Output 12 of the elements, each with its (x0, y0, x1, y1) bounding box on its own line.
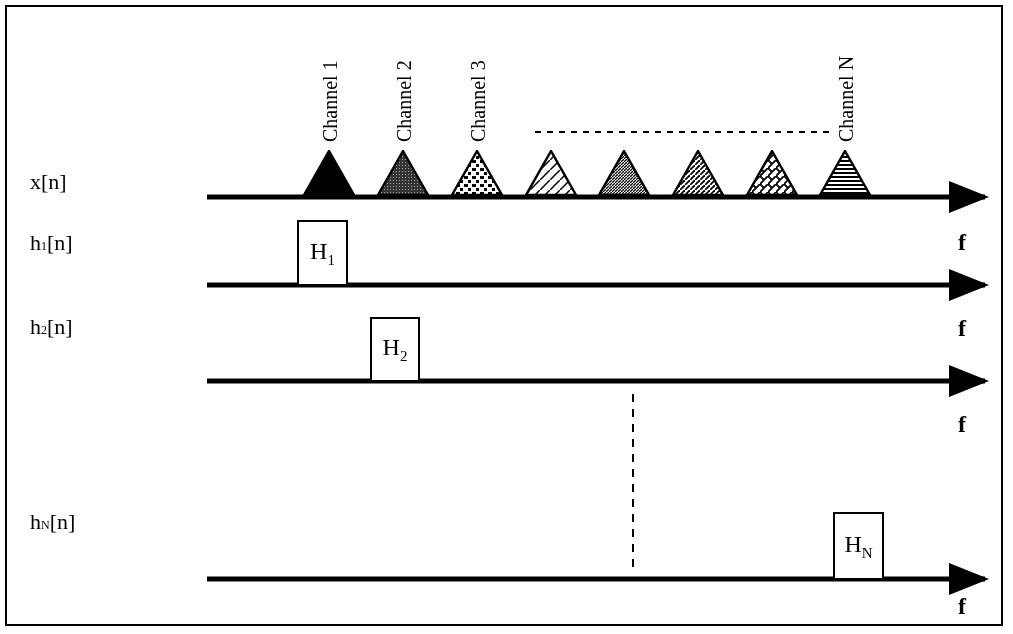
filter-passband-box: H$_{N}$ (833, 512, 884, 580)
axis-label: f (958, 412, 966, 436)
axis-label: f (958, 316, 966, 340)
filter-passband-box: H$_{2}$ (370, 317, 420, 382)
channel-label: Channel 3 (466, 60, 490, 142)
channel-label: Channel N (834, 55, 858, 142)
filter-passband-box: H$_{1}$ (297, 220, 348, 286)
axis-label: f (958, 594, 966, 618)
signal-label: x[n] (30, 170, 67, 194)
channel-label: Channel 2 (392, 60, 416, 142)
channel-label: Channel 1 (318, 60, 342, 142)
axis-label: f (958, 230, 966, 254)
